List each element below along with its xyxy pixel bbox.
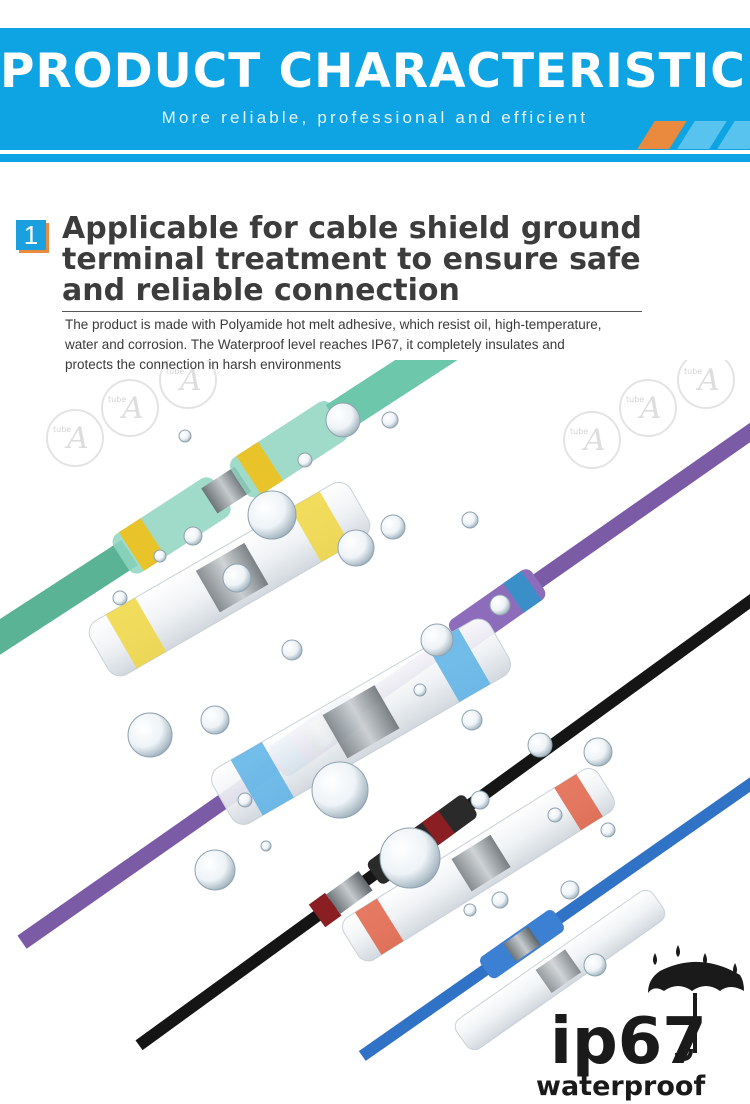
watermark-brand: tube: [684, 367, 702, 376]
banner-subtitle: More reliable, professional and efficien…: [161, 108, 589, 127]
watermark-brand: tube: [166, 367, 184, 376]
green-cable: [0, 360, 462, 696]
feature-heading-line: and reliable connection: [62, 273, 460, 308]
description-line: protects the connection in harsh environ…: [65, 357, 342, 372]
watermark-brand: tube: [570, 427, 588, 436]
feature-number: 1: [16, 220, 46, 250]
blue-cable: [358, 764, 750, 1061]
clear-connector-blue: [211, 618, 511, 825]
banner-stripes: [628, 121, 750, 149]
banner-title: PRODUCT CHARACTERISTICS: [0, 44, 750, 99]
watermark-brand: tube: [53, 425, 71, 434]
badge-ip67: ip67: [550, 1005, 707, 1079]
feature-number-badge: 1: [16, 220, 50, 254]
water-droplets: [112, 402, 616, 977]
feature-heading-line: terminal treatment to ensure safe: [62, 242, 641, 277]
feature-heading-line: Applicable for cable shield ground: [62, 211, 642, 246]
badge-waterproof: waterproof: [536, 1071, 705, 1102]
watermark-letter: A: [637, 391, 662, 426]
heading-divider: [62, 311, 642, 312]
watermark-logos: [46, 360, 735, 469]
clear-connector-small: [454, 889, 666, 1051]
clear-connector-red: [342, 768, 615, 962]
header-banner: [0, 28, 750, 150]
umbrella-rain-icon: [648, 945, 744, 1061]
watermark-brand: tube: [626, 395, 644, 404]
description-line: water and corrosion. The Waterproof leve…: [65, 337, 565, 352]
ip67-badge: ip67 waterproof: [536, 945, 744, 1102]
watermark-letter: A: [119, 391, 144, 426]
feature-heading: Applicable for cable shield ground termi…: [62, 213, 662, 306]
banner-underline: [0, 154, 750, 162]
watermark-brand: tube: [108, 395, 126, 404]
watermark-letter: A: [581, 423, 606, 458]
description-line: The product is made with Polyamide hot m…: [65, 317, 602, 332]
watermark-letter: A: [64, 421, 89, 456]
watermark-letter: A: [177, 363, 202, 398]
feature-description: The product is made with Polyamide hot m…: [65, 315, 685, 375]
watermark-letter: A: [695, 363, 720, 398]
